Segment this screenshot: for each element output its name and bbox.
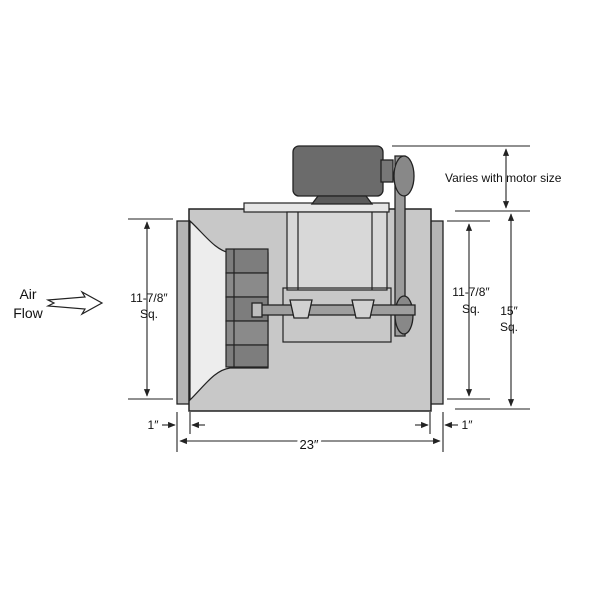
housing-size-label-line1: 15″: [500, 304, 518, 318]
fan-shaft: [251, 299, 416, 319]
motor-note-label: Varies with motor size: [445, 171, 562, 185]
air-flow-label-line1: Air: [19, 286, 36, 302]
inlet-size-label-line1: 11-7/8″: [130, 291, 168, 305]
outlet-size-label-line1: 11-7/8″: [452, 285, 490, 299]
airflow-arrow: [45, 290, 104, 316]
motor-mount: [243, 202, 392, 343]
inlet-size-label-line2: Sq.: [140, 307, 158, 321]
right-collar: [429, 220, 444, 405]
belt-drive: [393, 155, 415, 337]
overall-length-label: 23″: [299, 437, 318, 452]
housing-size-label-line2: Sq.: [500, 320, 518, 334]
fan-wheel: [225, 248, 269, 368]
left-collar: [176, 220, 191, 405]
right-collar-label: 1″: [462, 418, 474, 432]
motor: [292, 145, 394, 205]
left-collar-label: 1″: [148, 418, 160, 432]
motor-pulley: [393, 155, 415, 197]
outlet-size-label-line2: Sq.: [462, 302, 480, 316]
air-flow-label-line2: Flow: [13, 305, 43, 321]
